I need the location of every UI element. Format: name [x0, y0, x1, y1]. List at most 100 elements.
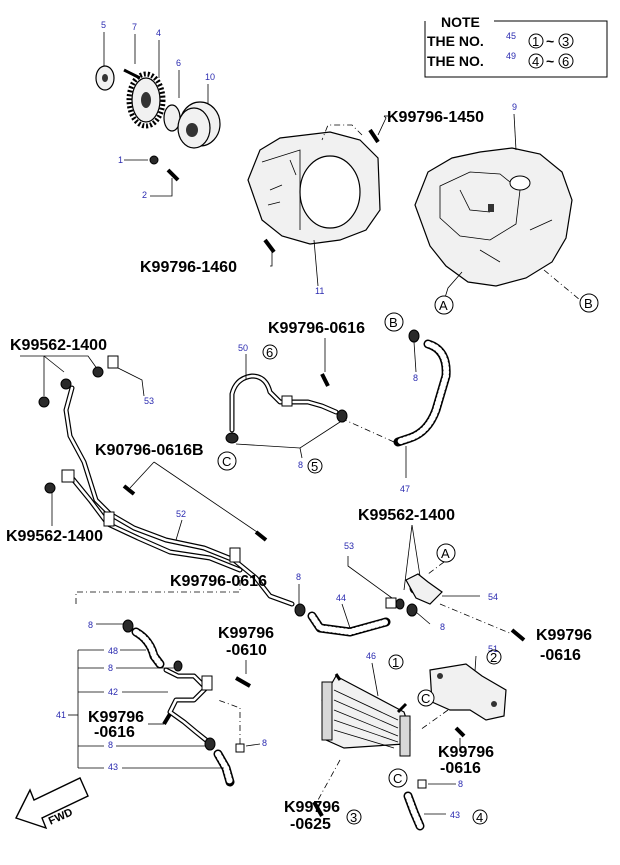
note-line-1-start: 1	[532, 34, 539, 49]
part-number-k99796-1460: K99796-1460	[140, 259, 237, 276]
cooler-port	[396, 702, 408, 714]
part-number-k99796-0616-right-b: -0616	[540, 647, 581, 664]
marker-a-label: A	[439, 298, 448, 313]
nut	[149, 155, 159, 165]
ref-42: 42	[108, 687, 118, 697]
bracket-bolt	[510, 628, 526, 642]
lower-left-hose-group: 8 41 48 8 42 8 43 K99796 -0610	[56, 574, 274, 787]
torque-converter-hub	[186, 123, 198, 137]
circle-2-label: 2	[490, 650, 497, 665]
ref-46: 46	[366, 651, 376, 661]
part-number-k99796-1450: K99796-1450	[387, 109, 484, 126]
marker-c-label: C	[222, 454, 231, 469]
gasket	[44, 482, 56, 494]
ref-50: 50	[238, 343, 248, 353]
ref-8: 8	[296, 572, 301, 582]
circle-5	[307, 458, 323, 474]
bolt	[166, 168, 180, 182]
marker-c-label: C	[393, 771, 402, 786]
upper-hose-group: K99796-0616 B 8 47 50 6 C 8 5	[217, 312, 451, 494]
ref-8: 8	[88, 620, 93, 630]
circle-1-label: 1	[392, 655, 399, 670]
ref-52: 52	[176, 509, 186, 519]
ref-1: 1	[118, 155, 123, 165]
part-number-k99796-0616-cooler-b: -0616	[440, 760, 481, 777]
gasket	[395, 598, 405, 610]
housing-bore	[299, 155, 361, 229]
note-box: NOTE THE NO. 45 1 ~ 3 THE NO. 49 4 ~ 6	[424, 14, 608, 78]
ref-8: 8	[413, 373, 418, 383]
pipe-fitting	[61, 469, 75, 483]
note-line-2-end: 6	[562, 54, 569, 69]
ref-43: 43	[450, 810, 460, 820]
note-line-2-tilde: ~	[546, 53, 554, 69]
housing-bolt	[263, 238, 276, 254]
ref-54: 54	[488, 592, 498, 602]
cooler-pipe-group: K99562-1400 53 K99562-1400 K90796-0616B …	[6, 337, 306, 617]
converter-housing-group: K99796-1450 K99796-1460 11	[140, 109, 484, 296]
note-line-1-end: 3	[562, 34, 569, 49]
gasket	[38, 396, 50, 408]
ref-8: 8	[458, 779, 463, 789]
center-hose-group: 44 K99562-1400 53 54 A 8 K99796 -0616	[307, 507, 592, 664]
eye-bolt	[385, 597, 397, 609]
marker-c	[217, 451, 237, 471]
pipe-bracket	[201, 675, 213, 691]
hose-clip	[235, 743, 245, 753]
ref-4: 4	[156, 28, 161, 38]
part-number-k99796-0610-a: K99796	[218, 625, 274, 642]
part-number-k99796-0616-cooler-a: K99796	[438, 744, 494, 761]
transaxle-fitting	[488, 204, 494, 212]
circle-4-label: 4	[476, 810, 483, 825]
part-number-k99562-1400-right: K99562-1400	[358, 507, 455, 524]
part-number-k99796-0625-a: K99796	[284, 799, 340, 816]
pipe-52-upper	[63, 385, 295, 607]
part-number-k99796-0616-mid: K99796-0616	[170, 573, 267, 590]
bracket-bolt	[454, 726, 466, 738]
ref-48: 48	[108, 646, 118, 656]
circle-4	[472, 809, 488, 825]
ref-53: 53	[344, 541, 354, 551]
cooler-bolt	[312, 801, 324, 817]
ref-8: 8	[298, 460, 303, 470]
ref-43: 43	[108, 762, 118, 772]
transaxle-group: 9 A B	[414, 102, 599, 315]
clamp-bolt	[122, 484, 136, 496]
note-title: NOTE	[441, 14, 480, 30]
cooler-tank-left	[321, 681, 333, 741]
marker-b	[384, 312, 404, 332]
arrow-icon	[15, 777, 89, 830]
marker-a	[436, 543, 456, 563]
oil-cooler-group: 46 1 K99796 -0625 3 51 2 C K99796 -0616 …	[284, 644, 507, 833]
circle-6-label: 6	[266, 345, 273, 360]
part-number-k99796-0610-b: -0610	[226, 642, 267, 659]
spacer-plate-hole	[102, 74, 108, 82]
note-line-1-tilde: ~	[546, 33, 554, 49]
marker-a-label: A	[441, 546, 450, 561]
transaxle-port	[509, 175, 531, 191]
part-number-k99562-1400-top: K99562-1400	[10, 337, 107, 354]
ref-44: 44	[336, 593, 346, 603]
part-number-k99796-0616-top: K99796-0616	[268, 320, 365, 337]
gasket	[60, 378, 72, 390]
clamp-bolt	[254, 530, 268, 542]
marker-b-label: B	[389, 315, 398, 330]
ref-10: 10	[205, 72, 215, 82]
pipe-bracket	[103, 511, 115, 527]
marker-b-label: B	[584, 296, 593, 311]
pipe-bolt	[235, 676, 251, 688]
circle-3-label: 3	[350, 810, 357, 825]
pipe-bracket	[229, 547, 241, 563]
part-number-k99796-0616-right-a: K99796	[536, 627, 592, 644]
ref-47: 47	[400, 484, 410, 494]
part-number-k99562-1400-left: K99562-1400	[6, 528, 103, 545]
circle-5-label: 5	[311, 459, 318, 474]
hose-clamp	[336, 409, 348, 423]
eye-bolt	[107, 355, 119, 369]
hose-clamp	[173, 660, 183, 672]
hose-clamp	[225, 432, 239, 444]
note-line-2-ref: 49	[506, 51, 516, 61]
hose-clamp	[408, 329, 420, 343]
oil-cooler-core	[321, 675, 411, 749]
